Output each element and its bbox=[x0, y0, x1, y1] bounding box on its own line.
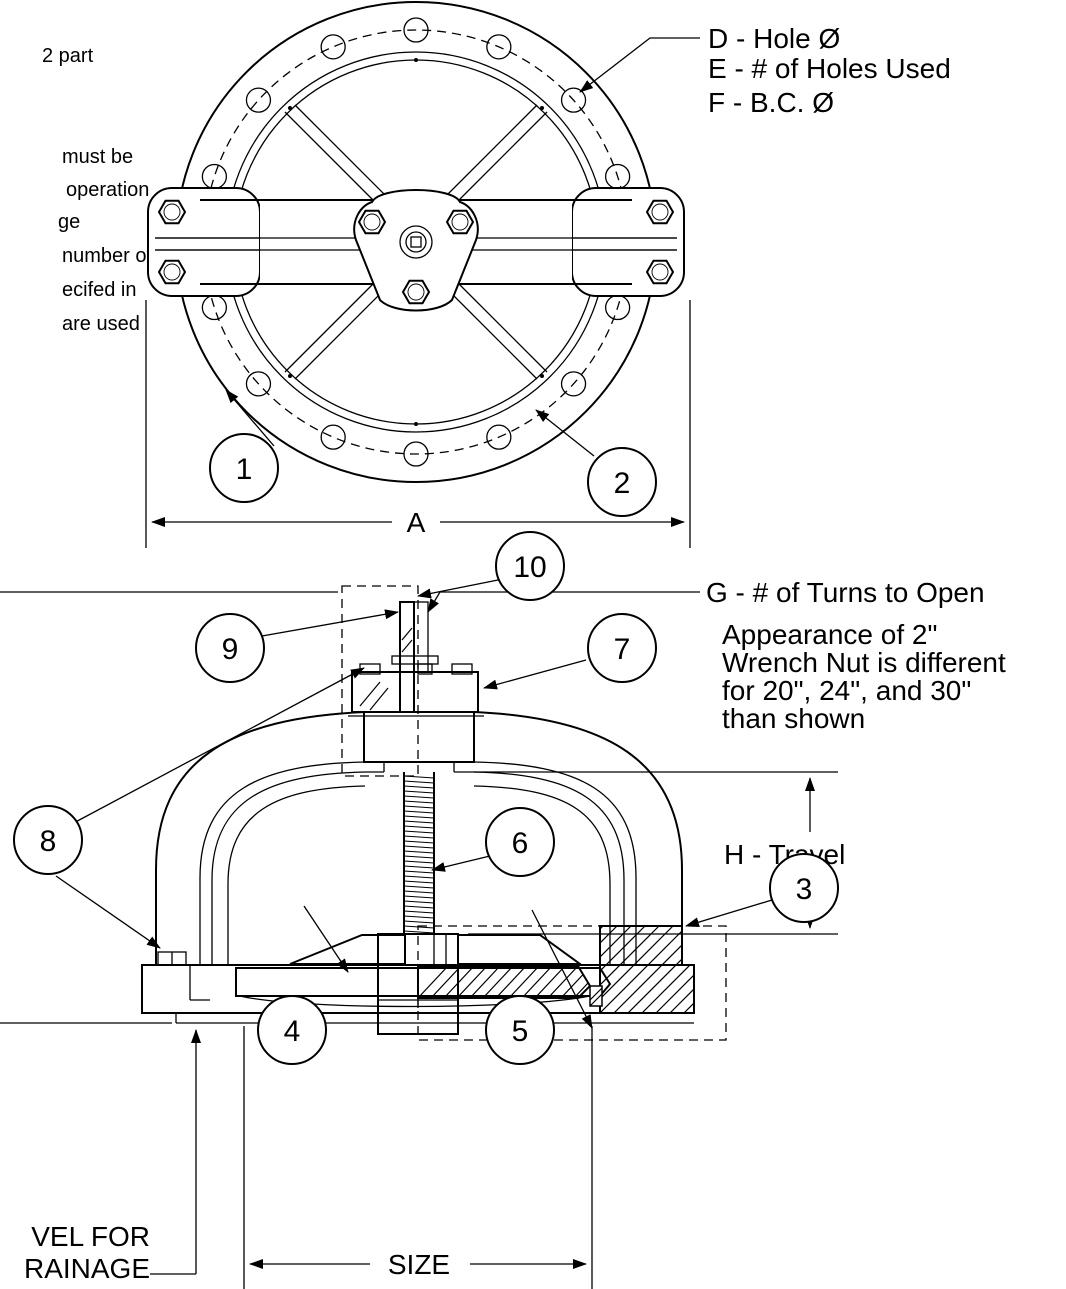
bonnet bbox=[155, 711, 683, 965]
hex-bolt-head bbox=[157, 199, 187, 225]
note-line-2: must be bbox=[62, 146, 133, 168]
dimension-a: A bbox=[145, 300, 691, 548]
balloon-6-number: 6 bbox=[512, 827, 529, 860]
balloon-7 bbox=[587, 613, 657, 683]
bolt-hole bbox=[560, 87, 587, 113]
hex-bolt-head bbox=[645, 259, 675, 285]
bolt-holes bbox=[201, 17, 631, 467]
bolt-hole bbox=[320, 424, 346, 450]
bolt-hole bbox=[245, 87, 272, 113]
hex-bolts bbox=[157, 199, 675, 305]
size-label: SIZE bbox=[388, 1249, 450, 1280]
label-bolt-circle: F - B.C. Ø bbox=[708, 87, 834, 118]
balloon-8 bbox=[13, 805, 83, 875]
hex-bolt-head bbox=[401, 279, 431, 305]
stem-threads bbox=[403, 772, 435, 934]
balloon-10 bbox=[495, 531, 565, 601]
note-line-3: operation bbox=[66, 179, 149, 201]
balloon-2 bbox=[587, 447, 657, 517]
note-line-6: ecifed in bbox=[62, 279, 137, 301]
drainage-line-2: RAINAGE bbox=[24, 1253, 150, 1284]
bolt-hole bbox=[245, 371, 272, 397]
turns-to-open-label: G - # of Turns to Open bbox=[706, 577, 985, 608]
item-balloons: 1 2 10 9 7 8 6 3 4 5 bbox=[13, 389, 839, 1065]
disc bbox=[235, 934, 612, 1008]
body-section-hatch bbox=[417, 925, 695, 1014]
balloon-10-number: 10 bbox=[513, 551, 546, 584]
bolt-hole bbox=[560, 371, 587, 397]
drainage-line-1: VEL FOR bbox=[31, 1221, 150, 1252]
wrench-nut-assembly bbox=[348, 601, 484, 717]
detail-box-nut bbox=[341, 585, 419, 777]
spokes bbox=[284, 58, 548, 426]
center-hub bbox=[353, 189, 479, 312]
hex-bolt-head bbox=[645, 199, 675, 225]
note-line-4: ge bbox=[58, 211, 80, 233]
wrench-note-line-3: for 20", 24", and 30" bbox=[722, 675, 971, 706]
general-notes: 2 part must be operation ge number of ec… bbox=[42, 45, 152, 335]
bolt-hole bbox=[486, 424, 512, 450]
bolt-hole bbox=[403, 17, 429, 43]
balloon-8-number: 8 bbox=[40, 825, 57, 858]
balloon-7-number: 7 bbox=[614, 633, 631, 666]
balloon-5-number: 5 bbox=[512, 1015, 529, 1048]
bolt-hole bbox=[486, 34, 512, 60]
label-hole-diameter: D - Hole Ø bbox=[708, 23, 840, 54]
wrench-note-line-2: Wrench Nut is different bbox=[722, 647, 1006, 678]
bolt-hole bbox=[201, 163, 228, 190]
detail-box-seat bbox=[417, 925, 727, 1041]
drainage-note: VEL FOR RAINAGE bbox=[0, 1022, 201, 1284]
bolt-hole bbox=[403, 441, 429, 467]
hex-bolt-head bbox=[445, 209, 475, 235]
balloon-5 bbox=[485, 995, 555, 1065]
wrench-note-line-1: Appearance of 2" bbox=[722, 619, 937, 650]
section-view: H - Travel SIZE VEL FOR RAINAGE G - # of… bbox=[0, 577, 1006, 1289]
note-line-7: are used bbox=[62, 313, 140, 335]
wrench-note-line-4: than shown bbox=[722, 703, 865, 734]
hex-bolt-head bbox=[157, 259, 187, 285]
dimension-a-label: A bbox=[407, 507, 426, 538]
top-view: D - Hole Ø E - # of Holes Used F - B.C. … bbox=[145, 1, 951, 548]
balloon-1-number: 1 bbox=[236, 453, 253, 486]
balloon-3 bbox=[769, 853, 839, 923]
note-line-1: 2 part bbox=[42, 45, 94, 67]
balloon-4 bbox=[257, 995, 327, 1065]
label-holes-used: E - # of Holes Used bbox=[708, 53, 951, 84]
balloon-2-number: 2 bbox=[614, 467, 631, 500]
balloon-1 bbox=[209, 433, 279, 503]
balloon-4-number: 4 bbox=[284, 1015, 301, 1048]
bolt-hole bbox=[320, 34, 346, 60]
balloon-3-number: 3 bbox=[796, 873, 813, 906]
hex-bolt-head bbox=[357, 209, 387, 235]
balloon-9-number: 9 bbox=[222, 633, 239, 666]
bolt-hole bbox=[201, 294, 228, 321]
balloon-9 bbox=[195, 613, 265, 683]
balloon-6 bbox=[485, 807, 555, 877]
dimension-size: SIZE bbox=[243, 1026, 593, 1289]
note-line-5: number of bbox=[62, 245, 152, 267]
